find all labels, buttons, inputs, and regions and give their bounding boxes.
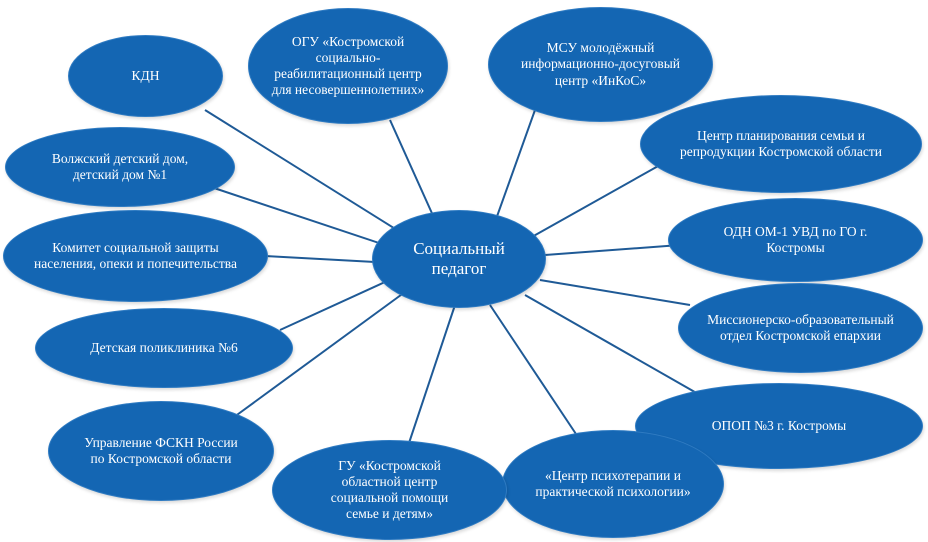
connector-opop	[524, 294, 701, 396]
node-volzhsky: Волжский детский дом, детский дом №1	[5, 127, 235, 207]
node-committee: Комитет социальной защиты населения, опе…	[3, 210, 268, 302]
node-gu: ГУ «Костромской областной центр социальн…	[272, 440, 507, 540]
connector-psycho	[489, 304, 581, 441]
connector-committee	[264, 255, 376, 263]
connector-clinic	[279, 281, 386, 331]
connector-missionary	[539, 279, 691, 306]
connector-msu	[494, 109, 536, 223]
node-label: ОПОП №3 г. Костромы	[711, 417, 847, 433]
node-clinic: Детская поликлиника №6	[35, 308, 293, 388]
node-fskn: Управление ФСКН России по Костромской об…	[48, 401, 274, 501]
node-label: ОГУ «Костромской социально-реабилитацион…	[271, 33, 425, 98]
connector-kdn	[204, 109, 406, 236]
connector-odn	[544, 244, 681, 256]
connector-fskn	[229, 291, 406, 421]
node-label: ГУ «Костромской областной центр социальн…	[330, 457, 449, 522]
node-odn: ОДН ОМ-1 УВД по ГО г. Костромы	[668, 198, 923, 282]
node-label: ОДН ОМ-1 УВД по ГО г. Костромы	[723, 223, 868, 255]
node-label: Центр планирования семьи и репродукции К…	[680, 127, 882, 159]
node-label: Миссионерско-образовательный отдел Костр…	[707, 311, 894, 343]
node-label: Управление ФСКН России по Костромской об…	[84, 434, 238, 466]
center-node-label: Социальный педагог	[413, 239, 505, 278]
node-label: Детская поликлиника №6	[90, 339, 238, 355]
node-psycho: «Центр психотерапии и практической психо…	[502, 430, 724, 538]
connector-volzhsky	[204, 184, 386, 246]
node-msu: МСУ молодёжный информационно-досуговый ц…	[488, 7, 713, 122]
node-kdn: КДН	[68, 35, 223, 117]
connector-family-center	[529, 164, 661, 239]
connector-gu	[404, 304, 456, 456]
node-label: КДН	[131, 67, 160, 83]
node-label: Комитет социальной защиты населения, опе…	[34, 239, 237, 271]
center-node-social-pedagogue: Социальный педагог	[372, 210, 546, 308]
node-missionary: Миссионерско-образовательный отдел Костр…	[678, 283, 923, 373]
node-family-center: Центр планирования семьи и репродукции К…	[640, 95, 922, 193]
node-ogu: ОГУ «Костромской социально-реабилитацион…	[248, 8, 448, 124]
connector-ogu	[389, 119, 436, 221]
node-label: «Центр психотерапии и практической психо…	[535, 467, 691, 499]
node-label: Волжский детский дом, детский дом №1	[51, 150, 189, 182]
node-label: МСУ молодёжный информационно-досуговый ц…	[521, 40, 680, 88]
